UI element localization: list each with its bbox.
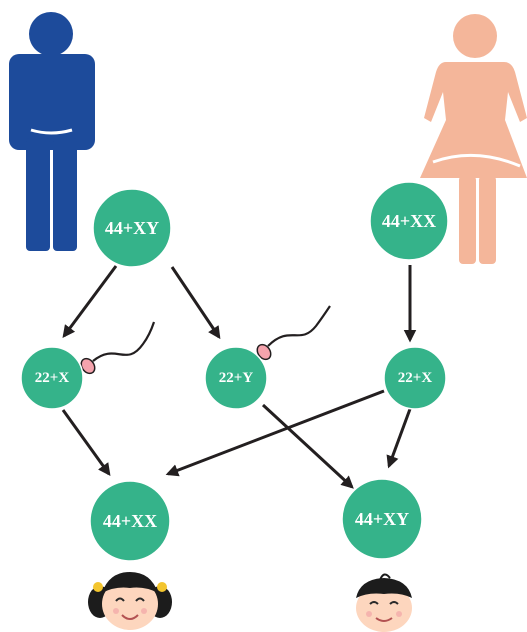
node-sperm-x-label: 22+X: [35, 370, 70, 386]
node-sperm-x: 22+X: [20, 346, 84, 410]
node-mother: 44+XX: [369, 181, 449, 261]
edges: [61, 265, 417, 489]
node-father-label: 44+XY: [105, 218, 159, 238]
edge-sperm-y-son: [261, 403, 354, 489]
node-father: 44+XY: [92, 188, 172, 268]
female-figure-icon: [420, 14, 527, 264]
node-egg-x: 22+X: [383, 346, 447, 410]
node-daughter: 44+XX: [89, 480, 171, 562]
node-sperm-y: 22+Y: [204, 346, 268, 410]
male-figure-icon: [9, 12, 95, 251]
boy-face-icon: [356, 573, 412, 632]
edge-father-sperm-x: [62, 265, 118, 339]
node-egg-x-label: 22+X: [398, 370, 433, 386]
node-son: 44+XY: [341, 478, 423, 560]
sperm-icon: [80, 321, 156, 375]
girl-face-icon: [88, 572, 172, 630]
edge-father-sperm-y: [170, 266, 221, 340]
node-son-label: 44+XY: [355, 509, 409, 529]
edge-egg-x-son: [386, 408, 412, 469]
edge-sperm-x-daughter: [61, 409, 111, 477]
sperm-icon: [256, 305, 331, 361]
edge-egg-x-daughter: [165, 389, 385, 477]
node-daughter-label: 44+XX: [103, 511, 157, 531]
node-mother-label: 44+XX: [382, 211, 436, 231]
node-sperm-y-label: 22+Y: [219, 370, 254, 386]
